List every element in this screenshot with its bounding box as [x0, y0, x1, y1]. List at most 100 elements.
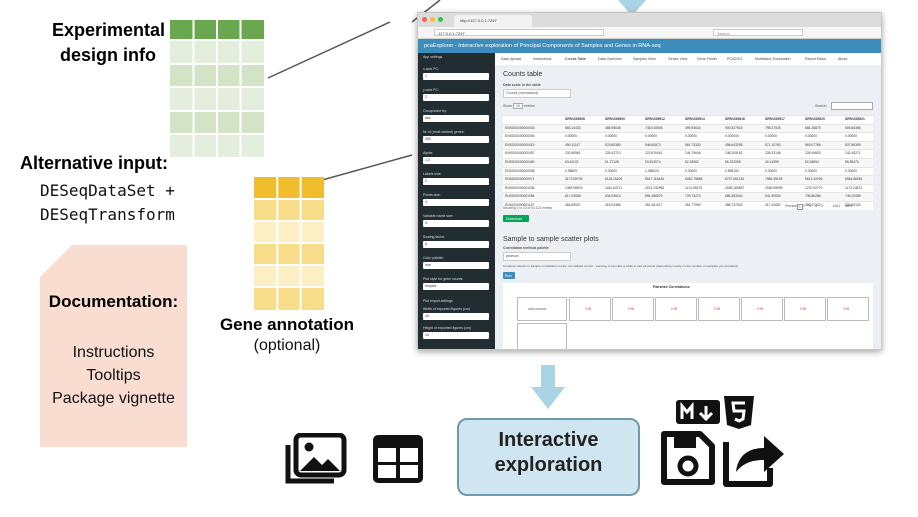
maximize-dot-icon[interactable] — [438, 17, 443, 22]
sidebar-field-select[interactable]: 2 — [423, 94, 489, 101]
table-cell: 417.42652 — [765, 202, 781, 207]
sidebar-section-plot-export[interactable]: Plot export settings — [423, 299, 453, 303]
experimental-design-title: Experimental design info — [52, 20, 166, 65]
pagination-item[interactable]: 2 — [803, 204, 805, 208]
table-cell: 248.205162 — [725, 151, 743, 156]
tab-report-editor[interactable]: Report Editor — [805, 57, 827, 61]
table-cell: 52.33962 — [685, 159, 699, 164]
sidebar-field-select[interactable]: 6 — [423, 241, 489, 248]
table-cell: 0.00000 — [805, 134, 817, 139]
minimize-dot-icon[interactable] — [430, 17, 435, 22]
table-cell: 415.03386 — [605, 202, 621, 207]
sidebar-field-select[interactable]: 1 — [423, 73, 489, 80]
interactive-exploration-text: Interactive exploration — [494, 429, 603, 476]
browser-tab[interactable]: http://127.0.0.1:7297 — [454, 15, 532, 27]
export-field-input[interactable]: 10 — [423, 332, 489, 339]
tab-genes-view[interactable]: Genes View — [668, 57, 688, 61]
table-cell: 0.00000 — [605, 168, 617, 173]
download-button[interactable]: Download — [503, 215, 529, 222]
pairwise-scatter-panel — [517, 323, 567, 349]
sidebar-section-app-settings[interactable]: App settings — [423, 55, 443, 59]
table-cell: 6964.86081 — [845, 177, 863, 182]
tab-pca2go[interactable]: PCA2GO — [727, 57, 742, 61]
table-cell: 684.28875 — [805, 125, 821, 130]
table-cell: ENSG00000001167 — [505, 202, 535, 207]
table-cell: ENSG00000001084 — [505, 194, 535, 199]
pagination-item[interactable]: Previous — [785, 204, 798, 208]
pagination-item[interactable]: 3 — [809, 204, 811, 208]
column-header[interactable]: SRR1039513 — [685, 117, 705, 121]
column-header[interactable]: SRR1039516 — [725, 117, 745, 121]
sidebar-field-label: Scaling factor: — [423, 235, 446, 239]
url-field[interactable]: 127.0.0.1:7297 — [434, 29, 604, 36]
table-cell: 594.486079 — [645, 194, 663, 199]
table-cell: 1674.232962 — [645, 185, 665, 190]
column-header[interactable]: SRR1039520 — [805, 117, 825, 121]
pairwise-diag-panel: SRR1039508 — [517, 297, 567, 321]
column-header[interactable]: SRR1039512 — [645, 117, 665, 121]
table-cell: 571.10763 — [765, 142, 781, 147]
correlation-cell: 0.95 — [655, 297, 697, 321]
table-cell: 380.07342 — [805, 202, 821, 207]
tab-about[interactable]: About — [838, 57, 848, 61]
browser-search-field[interactable]: Search — [713, 29, 803, 36]
tab-data-upload[interactable]: Data Upload — [501, 57, 521, 61]
table-cell: ENSG00000000938 — [505, 168, 535, 173]
pairwise-title: Pairwise Correlations — [653, 285, 690, 289]
alternative-input-line1: DESeqDataSet + — [40, 181, 175, 200]
table-search-input[interactable] — [831, 102, 873, 110]
tab-multifactor-exploration[interactable]: Multifactor Exploration — [755, 57, 791, 61]
table-cell: 499.93634 — [685, 125, 701, 130]
run-button[interactable]: Run — [503, 272, 515, 279]
documentation-item-instructions: Instructions — [72, 344, 155, 361]
sidebar-field-select[interactable]: 2 — [423, 178, 489, 185]
sidebar-field-select[interactable]: hue — [423, 262, 489, 269]
table-cell: 1638.183857 — [725, 185, 745, 190]
pagination-item[interactable]: Next — [845, 204, 852, 208]
close-dot-icon[interactable] — [422, 17, 427, 22]
column-header[interactable]: SRR1039509 — [605, 117, 625, 121]
pagination-item[interactable]: 4 — [815, 204, 817, 208]
pagination-item[interactable]: 5 — [821, 204, 823, 208]
column-header[interactable]: SRR1039521 — [845, 117, 865, 121]
tab-samples-view[interactable]: Samples View — [633, 57, 656, 61]
table-cell: 1536.95599 — [765, 185, 783, 190]
tab-data-overview[interactable]: Data Overview — [598, 57, 622, 61]
export-field-input[interactable]: 16 — [423, 313, 489, 320]
table-cell: 388.737533 — [725, 202, 743, 207]
arrow-down-top-icon — [618, 0, 646, 16]
interactive-exploration-box — [457, 418, 640, 496]
sidebar-field-select[interactable]: 4 — [423, 220, 489, 227]
column-header[interactable]: SRR1039508 — [565, 117, 585, 121]
correlation-method-select[interactable]: pearson — [503, 252, 571, 261]
data-scale-select[interactable]: Counts (normalized) — [503, 89, 571, 98]
sidebar-field-select[interactable]: 4 — [423, 199, 489, 206]
counts-table-title: Counts table — [503, 71, 543, 78]
show-entries-select[interactable]: 10 — [513, 103, 523, 109]
table-cell: 0.00000 — [765, 168, 777, 173]
table-cell: 6082.78885 — [685, 177, 703, 182]
table-header-row: SRR1039508 SRR1039509 SRR1039512 SRR1039513… — [503, 115, 873, 124]
pagination-item[interactable]: 1 — [797, 204, 803, 210]
table-cell: 1.455024 — [645, 168, 659, 173]
tab-instructions[interactable]: Instructions — [533, 57, 552, 61]
column-header[interactable]: SRR1039517 — [765, 117, 785, 121]
table-cell: 735.86286 — [805, 194, 821, 199]
table-cell: 63.61102 — [565, 159, 579, 164]
sidebar-field-select[interactable]: boxplot — [423, 283, 489, 290]
pagination-item[interactable]: ... — [827, 204, 830, 208]
pagination-item[interactable]: 6411 — [833, 204, 841, 208]
sidebar-field-label: Nr of (most variant) genes: — [423, 130, 465, 134]
sidebar-field-label: Variable name size: — [423, 214, 454, 218]
sidebar-field-select[interactable]: 300 — [423, 136, 489, 143]
table-cell: ENSG00000000971 — [505, 177, 535, 182]
gene-annotation-subtitle: (optional) — [253, 337, 321, 354]
tab-gene-finder[interactable]: Gene Finder — [697, 57, 717, 61]
sidebar-field-select[interactable]: 1.0 — [423, 157, 489, 164]
sidebar-field-select[interactable]: dex — [423, 115, 489, 122]
